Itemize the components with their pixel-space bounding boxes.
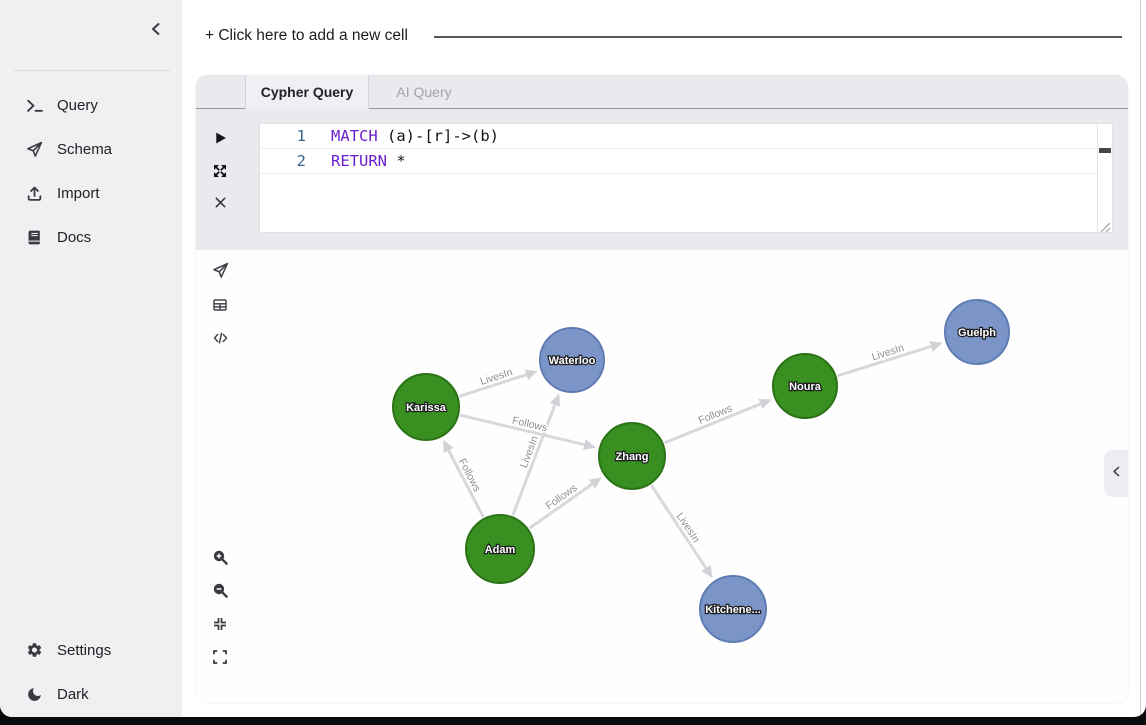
node-label: Karissa <box>406 402 447 414</box>
code-line: 1 MATCH (a)-[r]->(b) <box>260 124 1112 149</box>
editor-scrollbar-track[interactable] <box>1097 124 1112 232</box>
code-text: MATCH (a)-[r]->(b) <box>331 127 499 145</box>
table-view-button[interactable] <box>211 297 229 315</box>
upload-icon <box>26 185 43 202</box>
node-label: Adam <box>485 544 516 556</box>
expand-arrows-icon <box>212 163 228 182</box>
send-icon <box>26 141 43 158</box>
code-brackets-icon <box>212 330 229 349</box>
run-query-button[interactable] <box>211 130 229 148</box>
node-label: Guelph <box>958 327 996 339</box>
cell-tabbar: Cypher Query AI Query <box>196 75 1128 109</box>
edge-arrowhead <box>549 393 561 407</box>
side-panel-toggle[interactable] <box>1104 450 1128 497</box>
sidebar-item-label: Schema <box>57 140 113 158</box>
window-scroll-edge <box>1140 0 1141 717</box>
main-area: + Click here to add a new cell Cypher Qu… <box>182 0 1146 717</box>
close-cell-button[interactable] <box>211 195 229 213</box>
sidebar-item-label: Dark <box>57 685 89 703</box>
book-icon <box>26 229 43 246</box>
editor-scrollbar-thumb[interactable] <box>1099 148 1111 153</box>
fullscreen-icon <box>212 649 228 668</box>
chevron-left-icon <box>148 21 164 40</box>
code-text: RETURN * <box>331 152 406 170</box>
query-cell: Cypher Query AI Query <box>196 75 1128 703</box>
node-label: Waterloo <box>549 355 596 367</box>
sidebar-item-label: Docs <box>57 228 92 246</box>
sidebar-item-label: Import <box>57 184 100 202</box>
zoom-out-icon <box>212 582 229 602</box>
sidebar-item-query[interactable]: Query <box>0 83 182 127</box>
graph-edge[interactable] <box>511 399 559 516</box>
edge-arrowhead <box>701 565 713 579</box>
graph-edge[interactable] <box>528 480 597 530</box>
graph-node-noura[interactable] <box>772 353 838 419</box>
close-icon <box>213 195 228 213</box>
graph-view-icon <box>212 262 229 282</box>
edge-arrowhead <box>524 369 538 380</box>
add-cell-button[interactable]: + Click here to add a new cell <box>205 27 408 44</box>
add-cell-divider <box>434 36 1122 38</box>
graph-node-waterloo[interactable] <box>539 327 605 393</box>
sidebar-item-label: Settings <box>57 641 112 659</box>
graph-node-kitchener[interactable] <box>699 575 767 643</box>
edge-arrowhead <box>758 398 772 410</box>
edge-arrowhead <box>443 439 454 453</box>
node-label: Noura <box>789 381 822 393</box>
graph-node-adam[interactable] <box>465 514 535 584</box>
editor-row: 1 MATCH (a)-[r]->(b) 2 RETURN * <box>196 109 1128 250</box>
sidebar-item-dark-mode[interactable]: Dark <box>0 672 182 716</box>
graph-edge[interactable] <box>458 371 532 398</box>
line-number: 2 <box>296 152 306 170</box>
graph-node-guelph[interactable] <box>944 299 1010 365</box>
graph-edge[interactable] <box>459 413 590 448</box>
table-icon <box>212 297 228 316</box>
zoom-out-button[interactable] <box>211 583 229 601</box>
graph-node-zhang[interactable] <box>598 422 666 490</box>
chevron-left-icon <box>1110 465 1123 483</box>
graph-view-button[interactable] <box>211 262 229 282</box>
graph-edge[interactable] <box>836 343 937 378</box>
tab-ai-query[interactable]: AI Query <box>396 84 452 100</box>
play-icon <box>213 130 228 149</box>
line-number: 1 <box>296 127 306 145</box>
code-editor[interactable]: 1 MATCH (a)-[r]->(b) 2 RETURN * <box>259 123 1113 233</box>
editor-resize-grip[interactable] <box>1100 220 1111 233</box>
moon-icon <box>26 686 43 703</box>
edge-arrowhead <box>929 341 943 352</box>
node-label: Kitchene... <box>705 604 761 616</box>
graph-edge[interactable] <box>445 445 485 518</box>
code-view-button[interactable] <box>211 330 229 348</box>
sidebar-item-settings[interactable]: Settings <box>0 628 182 672</box>
sidebar-item-schema[interactable]: Schema <box>0 127 182 171</box>
edge-arrowhead <box>583 439 597 451</box>
expand-cell-button[interactable] <box>211 163 229 181</box>
desktop-bottom-bar <box>0 717 1146 725</box>
code-line: 2 RETURN * <box>260 149 1112 174</box>
node-label: Zhang <box>616 451 649 463</box>
sidebar-divider <box>14 70 170 71</box>
edge-arrowhead <box>588 477 602 489</box>
fit-view-button[interactable] <box>211 616 229 634</box>
terminal-icon <box>26 97 43 114</box>
sidebar-item-label: Query <box>57 96 98 114</box>
sidebar-item-docs[interactable]: Docs <box>0 215 182 259</box>
sidebar: Query Schema Import Docs Settings <box>0 0 182 717</box>
graph-edge[interactable] <box>663 400 766 445</box>
collapse-arrows-icon <box>212 616 228 635</box>
zoom-in-icon <box>212 549 229 569</box>
graph-edge[interactable] <box>650 484 711 574</box>
sidebar-collapse-button[interactable] <box>146 20 166 40</box>
fullscreen-button[interactable] <box>211 649 229 667</box>
tabbar-underline <box>196 108 1128 109</box>
graph-node-karissa[interactable] <box>392 373 460 441</box>
gear-icon <box>26 642 43 659</box>
sidebar-item-import[interactable]: Import <box>0 171 182 215</box>
zoom-in-button[interactable] <box>211 550 229 568</box>
tab-cypher-query[interactable]: Cypher Query <box>245 75 369 109</box>
